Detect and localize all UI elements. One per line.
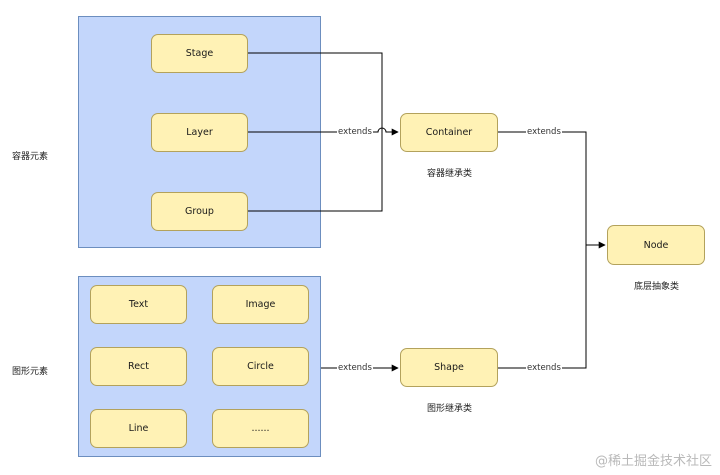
circle-node[interactable]: Circle bbox=[212, 347, 309, 386]
rect-node-label: Rect bbox=[128, 361, 149, 372]
line-node-label: Line bbox=[128, 423, 149, 434]
container-class-caption: 容器继承类 bbox=[427, 169, 473, 179]
stage-node-label: Stage bbox=[185, 48, 214, 59]
image-node[interactable]: Image bbox=[212, 285, 309, 324]
watermark-text: @稀土掘金技术社区 bbox=[594, 454, 712, 469]
shape-class-caption: 图形继承类 bbox=[427, 404, 473, 414]
node-class-label: Node bbox=[643, 239, 669, 251]
group-node-label: Group bbox=[185, 206, 214, 217]
edge-label-members-to-container: extends bbox=[337, 127, 373, 137]
image-node-label: Image bbox=[245, 299, 276, 310]
container-class-node[interactable]: Container bbox=[400, 113, 498, 152]
shape-class-node[interactable]: Shape bbox=[400, 348, 498, 387]
text-node-label: Text bbox=[128, 299, 149, 310]
edge-label-shape-to-node: extends bbox=[526, 363, 562, 373]
text-node[interactable]: Text bbox=[90, 285, 187, 324]
group-node[interactable]: Group bbox=[151, 192, 248, 231]
container-elements-caption: 容器元素 bbox=[12, 152, 49, 162]
edge-container-to-node bbox=[498, 131, 606, 249]
layer-node-label: Layer bbox=[186, 127, 213, 138]
line-node[interactable]: Line bbox=[90, 409, 187, 448]
edge-label-members-to-shape: extends bbox=[337, 363, 373, 373]
circle-node-label: Circle bbox=[247, 361, 274, 372]
node-class-node[interactable]: Node bbox=[607, 225, 705, 265]
edge-label-container-to-node: extends bbox=[526, 127, 562, 137]
container-class-label: Container bbox=[425, 127, 473, 138]
more-node[interactable]: ...... bbox=[212, 409, 309, 448]
layer-node[interactable]: Layer bbox=[151, 113, 248, 152]
edge-group-to-container bbox=[248, 132, 383, 212]
stage-node[interactable]: Stage bbox=[151, 34, 248, 73]
more-node-label: ...... bbox=[251, 423, 270, 434]
edge-layer-to-container bbox=[248, 127, 399, 136]
shape-elements-caption: 图形元素 bbox=[12, 367, 49, 377]
edge-shape-to-node bbox=[498, 245, 587, 369]
shape-class-label: Shape bbox=[434, 362, 464, 373]
edge-stage-to-container bbox=[248, 52, 383, 132]
rect-node[interactable]: Rect bbox=[90, 347, 187, 386]
node-class-caption: 底层抽象类 bbox=[634, 282, 680, 292]
